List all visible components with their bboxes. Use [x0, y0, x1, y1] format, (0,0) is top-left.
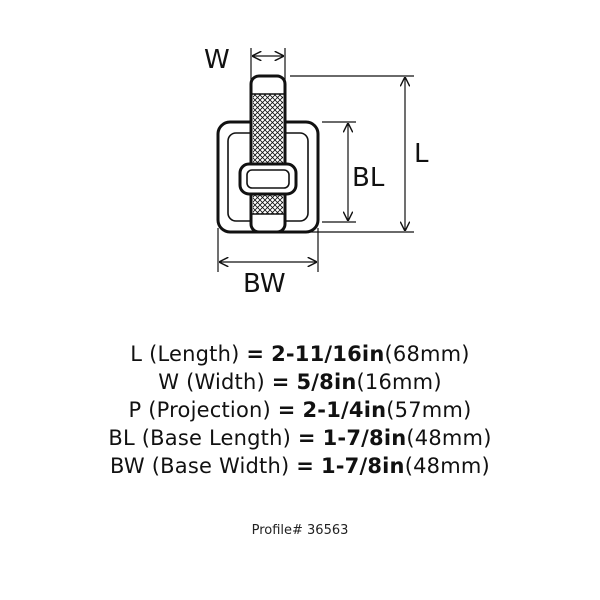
handle-bar — [249, 74, 287, 234]
spec-code: P — [128, 398, 142, 422]
spec-equals: = — [297, 426, 316, 450]
spec-equals: = — [296, 454, 315, 478]
spec-value: 1-7/8in — [320, 454, 405, 478]
spec-code: BL — [108, 426, 135, 450]
spec-metric: (48mm) — [404, 454, 490, 478]
spec-value: 1-7/8in — [322, 426, 407, 450]
spec-value: 5/8in — [296, 370, 357, 394]
product-dimension-diagram: W L BL BW — [204, 45, 429, 299]
spec-code: L — [130, 342, 143, 366]
spec-line-base-width: BW (Base Width) = 1-7/8in(48mm) — [0, 452, 600, 480]
spec-line-width: W (Width) = 5/8in(16mm) — [0, 368, 600, 396]
spec-value: 2-11/16in — [271, 342, 385, 366]
base-length-dimension-label: BL — [352, 163, 385, 193]
spec-line-projection: P (Projection) = 2-1/4in(57mm) — [0, 396, 600, 424]
width-dimension-label: W — [204, 45, 230, 75]
spec-name: (Width) — [186, 370, 265, 394]
base-width-dimension-label: BW — [243, 269, 286, 299]
length-dimension: L — [290, 75, 429, 233]
base-length-dimension: BL — [322, 121, 385, 223]
spec-equals: = — [246, 342, 265, 366]
spec-equals: = — [271, 370, 290, 394]
spec-metric: (68mm) — [384, 342, 470, 366]
spec-metric: (48mm) — [406, 426, 492, 450]
spec-name: (Length) — [149, 342, 240, 366]
spec-line-length: L (Length) = 2-11/16in(68mm) — [0, 340, 600, 368]
spec-name: (Base Width) — [151, 454, 290, 478]
spec-code: W — [158, 370, 180, 394]
spec-value: 2-1/4in — [302, 398, 387, 422]
width-dimension: W — [204, 45, 286, 80]
center-collar — [238, 162, 298, 196]
spec-metric: (16mm) — [356, 370, 442, 394]
spec-equals: = — [277, 398, 296, 422]
spec-name: (Projection) — [148, 398, 271, 422]
length-dimension-label: L — [414, 139, 429, 169]
specifications-list: L (Length) = 2-11/16in(68mm) W (Width) =… — [0, 340, 600, 480]
spec-code: BW — [110, 454, 145, 478]
spec-line-base-length: BL (Base Length) = 1-7/8in(48mm) — [0, 424, 600, 452]
base-width-dimension: BW — [217, 228, 319, 299]
spec-name: (Base Length) — [141, 426, 292, 450]
profile-number: Profile# 36563 — [251, 523, 349, 538]
spec-metric: (57mm) — [386, 398, 472, 422]
